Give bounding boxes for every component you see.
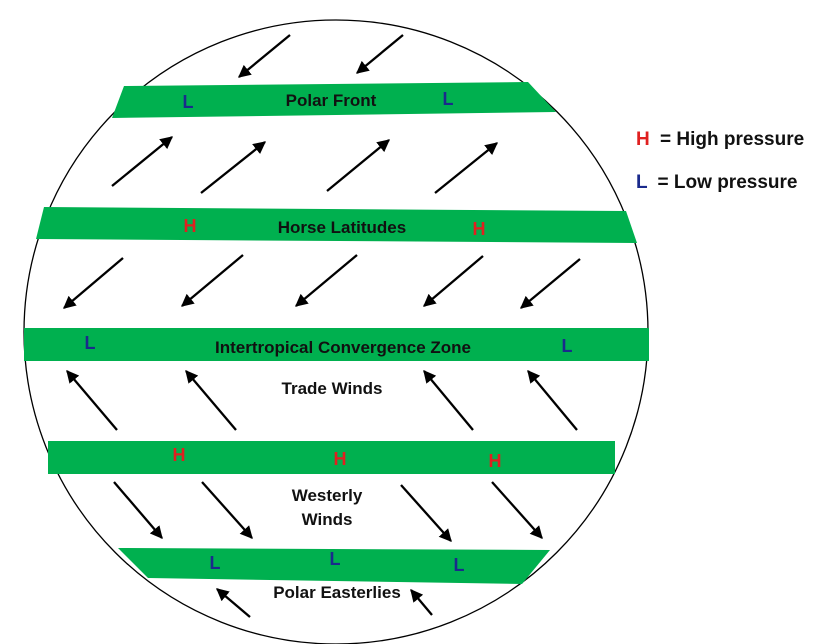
legend-low-symbol: L — [636, 172, 648, 193]
horse-latitudes-band — [36, 207, 637, 243]
legend-low-text: = Low pressure — [658, 172, 798, 193]
wind-arrow — [201, 481, 253, 539]
itcz-band — [24, 328, 649, 361]
subpolar-low-marker-3: L — [454, 555, 465, 575]
wind-arrow — [423, 255, 484, 307]
wind-arrow — [63, 257, 124, 309]
wind-arrow — [238, 34, 291, 78]
polar-easterlies-label: Polar Easterlies — [273, 583, 401, 602]
wind-arrow — [400, 484, 452, 542]
wind-arrow — [423, 370, 474, 431]
subtropical-high-marker-2: H — [334, 449, 347, 469]
horse-latitudes-label: Horse Latitudes — [278, 218, 406, 237]
itcz-low-marker-2: L — [562, 336, 573, 356]
arrows-trade-winds — [66, 370, 578, 431]
subpolar-low-marker-1: L — [210, 553, 221, 573]
arrows-westerlies — [113, 481, 543, 542]
arrows-polar-to-horse — [111, 136, 498, 194]
itcz-low-marker-1: L — [85, 333, 96, 353]
wind-arrow — [216, 588, 251, 618]
wind-arrow — [181, 254, 244, 307]
polar-front-low-marker-1: L — [183, 92, 194, 112]
horse-latitudes-high-marker-1: H — [184, 216, 197, 236]
legend: H = High pressure L = Low pressure — [636, 129, 804, 193]
wind-arrow — [111, 136, 173, 187]
westerly-winds-label-line2: Winds — [302, 510, 353, 529]
wind-arrow — [113, 481, 163, 539]
wind-arrow — [520, 258, 581, 309]
polar-front-label: Polar Front — [286, 91, 377, 110]
polar-front-low-marker-2: L — [443, 89, 454, 109]
wind-arrow — [326, 139, 390, 192]
subtropical-high-marker-1: H — [173, 445, 186, 465]
legend-high-text: = High pressure — [660, 129, 804, 150]
horse-latitudes-high-marker-2: H — [473, 219, 486, 239]
polar-front-band — [112, 82, 556, 118]
subpolar-low-band — [118, 548, 550, 584]
arrows-horse-to-itcz — [63, 254, 581, 309]
itcz-label: Intertropical Convergence Zone — [215, 338, 471, 357]
westerly-winds-label-line1: Westerly — [292, 486, 363, 505]
legend-high-symbol: H — [636, 129, 650, 150]
wind-arrow — [200, 141, 266, 194]
arrows-polar-easterlies — [216, 588, 433, 618]
wind-arrow — [66, 370, 118, 431]
subtropical-high-band — [48, 441, 615, 474]
trade-winds-label: Trade Winds — [282, 379, 383, 398]
subpolar-low-marker-2: L — [330, 549, 341, 569]
arrows-top — [238, 34, 404, 78]
wind-arrow — [185, 370, 237, 431]
wind-arrow — [295, 254, 358, 307]
wind-arrow — [356, 34, 404, 74]
legend-low: L = Low pressure — [636, 172, 797, 193]
subtropical-high-marker-3: H — [489, 451, 502, 471]
legend-high: H = High pressure — [636, 129, 804, 150]
wind-arrow — [410, 589, 433, 616]
wind-arrow — [491, 481, 543, 539]
wind-arrow — [434, 142, 498, 194]
wind-arrow — [527, 370, 578, 431]
